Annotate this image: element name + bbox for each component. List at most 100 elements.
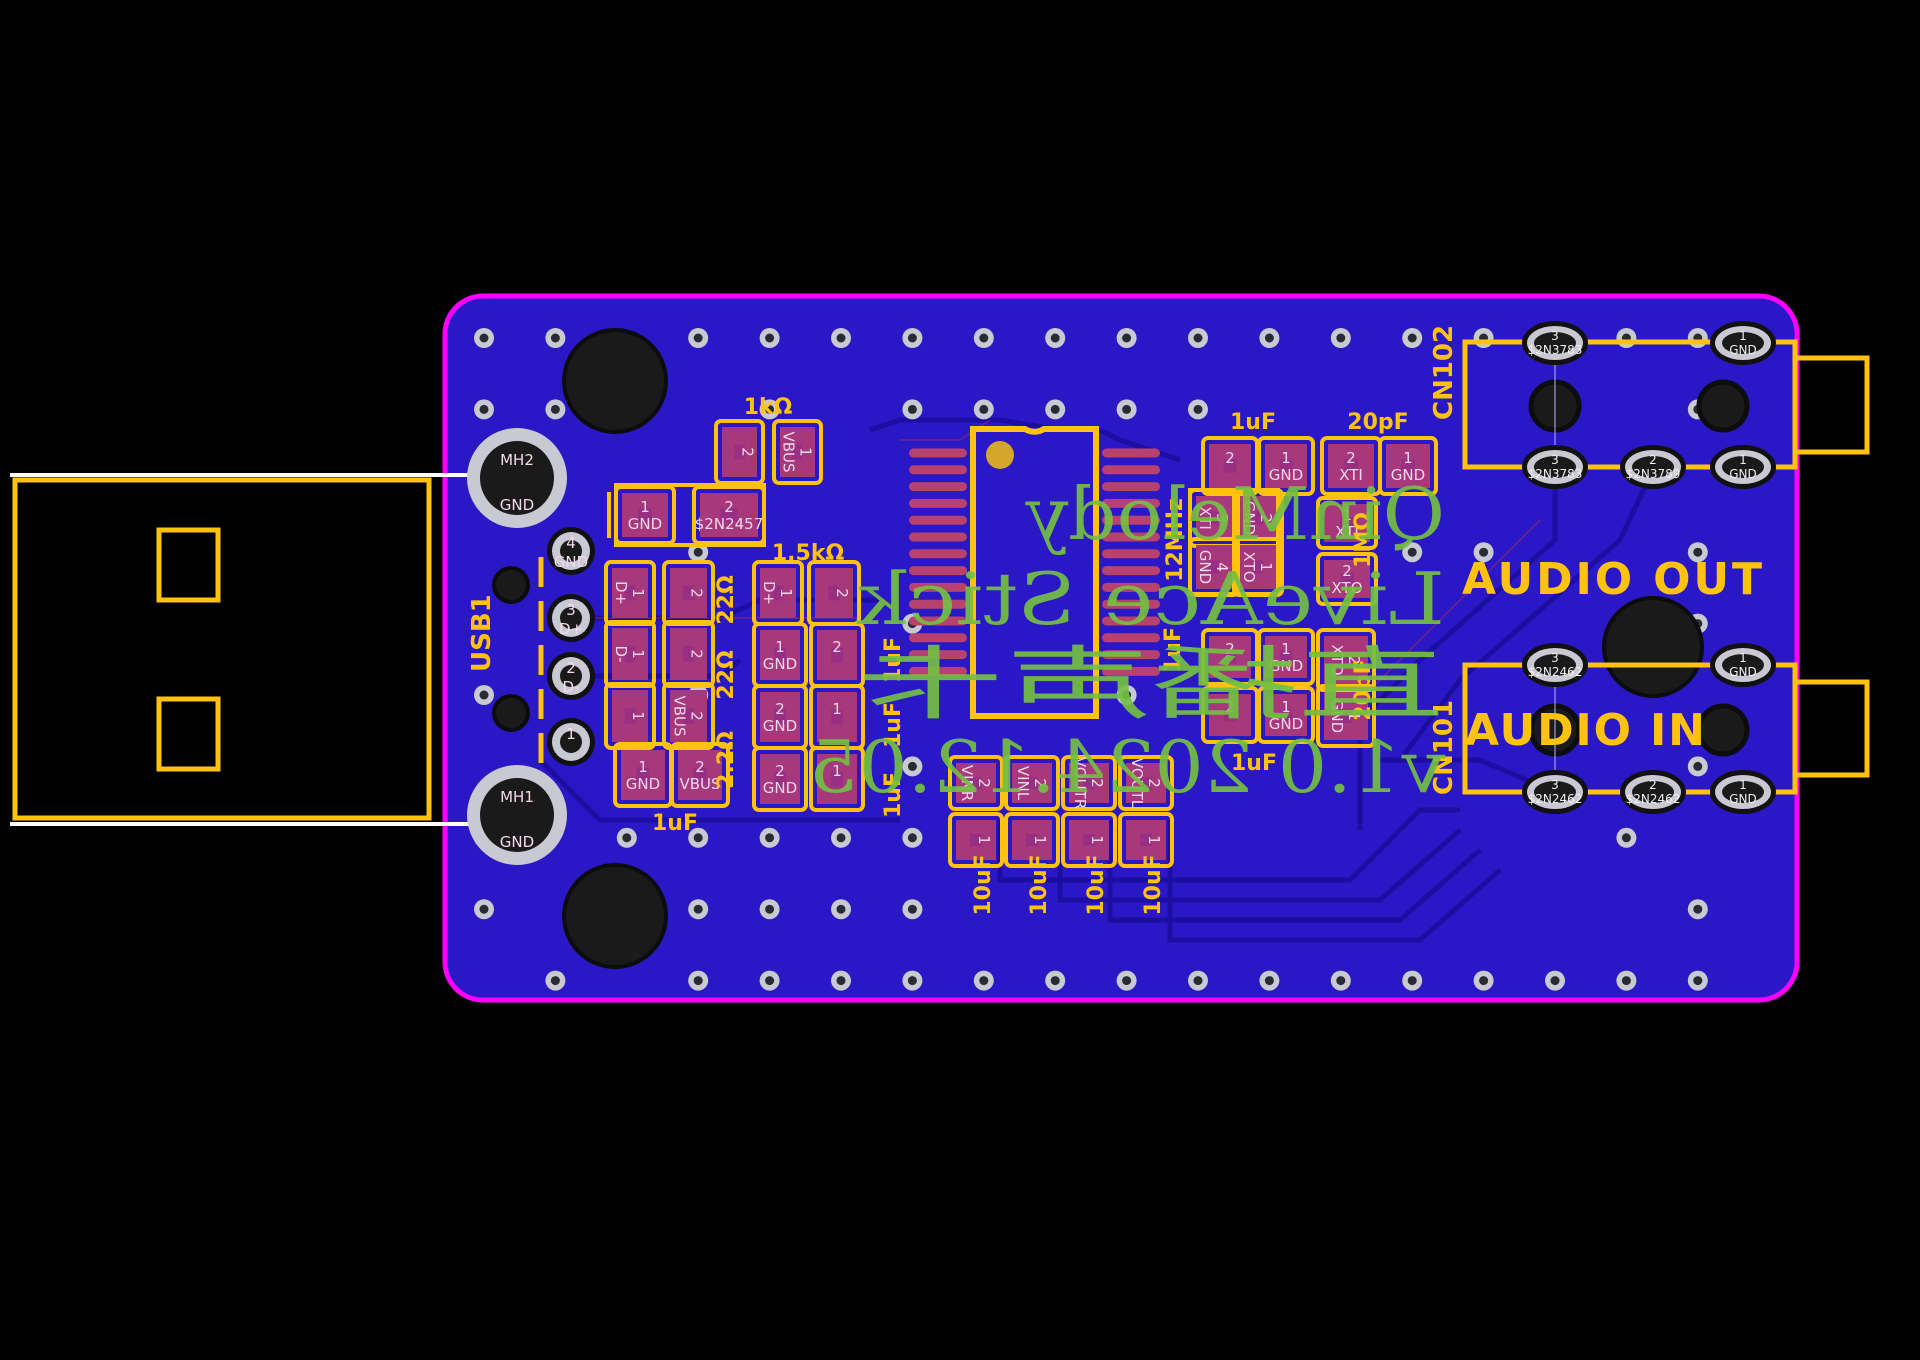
jack-pad-number: 1 (1739, 778, 1747, 792)
back-text-line-3: 直播声卡 (857, 638, 1445, 731)
pad-labels: 2 (1225, 449, 1235, 467)
jack-pad[interactable]: 3$2N2462 (1522, 770, 1588, 814)
via (1687, 970, 1708, 991)
usb-pin[interactable]: 1 (547, 718, 595, 766)
pad-labels: 2 (688, 588, 706, 598)
jack-pad[interactable]: 3$2N2462 (1522, 643, 1588, 687)
pad-number: 1 (1281, 640, 1291, 658)
pad-labels: 1 (975, 835, 993, 845)
smd-pad[interactable]: 1 (809, 684, 865, 750)
pad-number: 2 (1257, 513, 1275, 523)
pad-net: VBUS (671, 695, 689, 736)
smd-pad[interactable]: 2 (714, 419, 765, 485)
via (1687, 542, 1708, 563)
pad-center-mark (774, 709, 786, 725)
pad-silkscreen-outline (1257, 436, 1315, 496)
jack-pad[interactable]: 2$2N3789 (1620, 445, 1686, 489)
via (1188, 399, 1208, 420)
pad-net: XTI (1335, 523, 1359, 541)
usb-pin[interactable]: 3D+ (547, 594, 595, 642)
component-value-label: 10uF (1141, 854, 1166, 915)
audio-codec-ic[interactable] (909, 426, 1160, 719)
smd-pad[interactable]: 2$2N2457 (692, 485, 766, 545)
jack-pad[interactable]: 3$2N3783 (1522, 321, 1588, 365)
cn101-refdes: CN101 (1429, 700, 1459, 795)
smd-pad[interactable]: 2 (809, 622, 865, 688)
component-value-label: 1uF (1231, 751, 1277, 776)
diode-outline (614, 483, 766, 547)
pad-center-mark (831, 647, 843, 663)
smd-pad[interactable]: 1 (1118, 812, 1174, 868)
smd-pad[interactable]: 1 (809, 746, 865, 812)
jack-pad[interactable]: 3$2N3783 (1522, 445, 1588, 489)
usb-mh1[interactable]: MH1 GND (467, 765, 567, 865)
smd-pad[interactable]: 1D+ (604, 560, 656, 626)
pad-net: $2N2457 (695, 515, 763, 533)
smd-pad[interactable]: 1D+ (752, 560, 804, 626)
smd-pad[interactable]: 1 (948, 812, 1004, 868)
via (1188, 328, 1208, 348)
smd-pad[interactable]: 2 (662, 620, 715, 688)
usb-pin[interactable]: 2D- (547, 652, 595, 700)
via (902, 827, 923, 848)
pad-center-mark (1252, 560, 1264, 574)
ic-pin-pad (909, 515, 967, 525)
cn101-audio-in-jack[interactable] (1462, 662, 1870, 795)
ic-pin-pad (909, 599, 967, 609)
smd-pad[interactable]: 1 (604, 682, 656, 750)
pad-center-mark (1083, 834, 1095, 846)
back-silkscreen-text: QinMelody LiveAce Stick 直播声卡 v1.0 2024.1… (809, 472, 1446, 809)
pad-center-mark (693, 767, 707, 783)
component-value-label: 10uF (1027, 854, 1052, 915)
smd-pad[interactable]: 2 (662, 560, 715, 626)
back-text-line-1: QinMelody (1025, 472, 1445, 556)
smd-pad[interactable]: 1 (1004, 812, 1060, 868)
pad-center-mark (682, 585, 695, 601)
pad-center-mark (682, 708, 695, 724)
smd-pad[interactable]: 1 (1061, 812, 1117, 868)
via (831, 827, 851, 848)
jack-pad[interactable]: 2$2N2462 (1620, 770, 1686, 814)
pad-number: 2 (688, 588, 706, 598)
jack-pad-number: 1 (1739, 329, 1747, 343)
pad-center-mark (970, 834, 982, 846)
usb-mh2[interactable]: MH2 GND (467, 428, 567, 528)
smd-pad[interactable]: 2 (807, 560, 861, 626)
pad-net: VOUTL (1128, 758, 1146, 809)
ic-pin-pad (1102, 515, 1160, 525)
via (902, 756, 923, 777)
pad-silkscreen-outline (1061, 812, 1117, 868)
smd-pad[interactable]: 1D- (604, 620, 656, 688)
